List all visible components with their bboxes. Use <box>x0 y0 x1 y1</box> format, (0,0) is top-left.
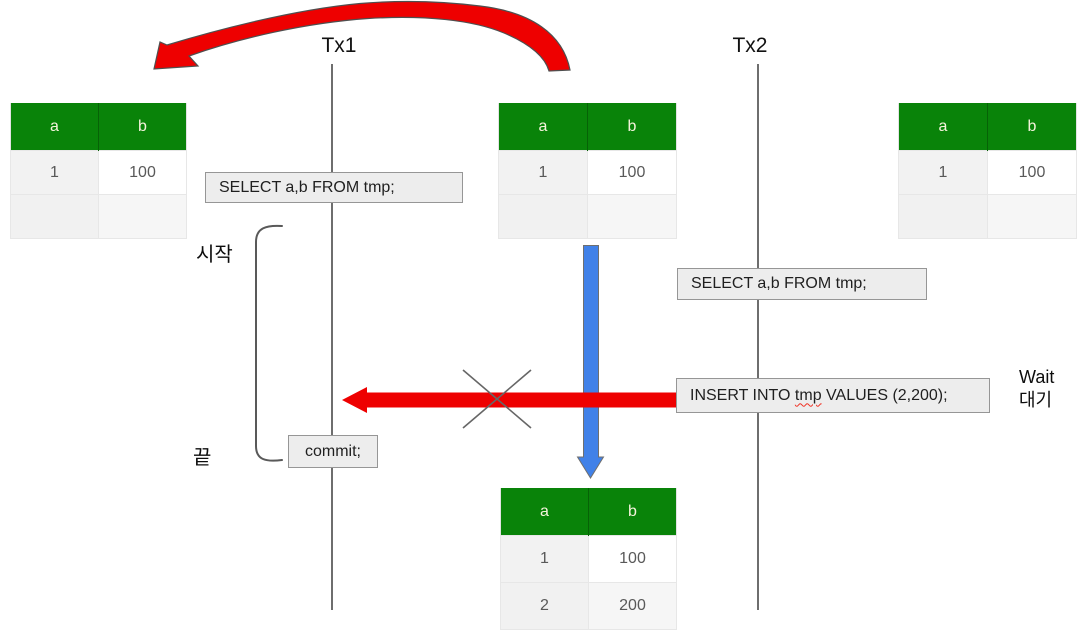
column-header-a: a <box>10 103 99 151</box>
table-header-row: a b <box>498 103 677 151</box>
table-row: 1 100 <box>10 150 187 195</box>
table-header-row: a b <box>500 488 677 536</box>
table-cell: 1 <box>898 150 988 195</box>
tx2-label: Tx2 <box>732 34 768 57</box>
statement-text: INSERT INTO <box>690 386 795 404</box>
table-cell: 2 <box>500 582 589 630</box>
table-cell <box>587 194 677 239</box>
start-label: 시작 <box>196 244 233 266</box>
table-row <box>498 194 677 239</box>
table-cell <box>98 194 187 239</box>
statement-text: SELECT a,b FROM tmp; <box>219 178 395 196</box>
table-cell <box>10 194 99 239</box>
column-header-b: b <box>987 103 1077 151</box>
table-row: 2 200 <box>500 582 677 630</box>
blue-down-arrow-icon <box>576 245 605 479</box>
table-header-row: a b <box>898 103 1077 151</box>
tx1-label: Tx1 <box>321 34 357 57</box>
table-row: 1 100 <box>500 535 677 583</box>
table-cell: 200 <box>588 582 677 630</box>
column-header-b: b <box>587 103 677 151</box>
table-row: 1 100 <box>898 150 1077 195</box>
table-cell <box>987 194 1077 239</box>
table-cell: 100 <box>98 150 187 195</box>
tx2-insert-statement: INSERT INTO tmp VALUES (2,200); <box>676 378 990 413</box>
table-cell: 100 <box>588 535 677 583</box>
cross-out-x-icon <box>462 369 532 429</box>
wait-annotation: Wait 대기 <box>1019 366 1054 412</box>
table-header-row: a b <box>10 103 187 151</box>
table-top-middle: a b 1 100 <box>498 103 677 239</box>
tx1-commit-statement: commit; <box>288 435 378 468</box>
table-top-left: a b 1 100 <box>10 103 187 239</box>
column-header-b: b <box>98 103 187 151</box>
tx1-timeline <box>331 64 333 610</box>
red-left-arrow-icon <box>342 387 677 413</box>
table-top-right: a b 1 100 <box>898 103 1077 239</box>
table-cell: 1 <box>10 150 99 195</box>
end-label: 끝 <box>193 447 212 469</box>
spellcheck-word: tmp <box>794 386 822 404</box>
tx1-select-statement: SELECT a,b FROM tmp; <box>205 172 463 203</box>
statement-text: SELECT a,b FROM tmp; <box>691 275 867 292</box>
wait-label-en: Wait <box>1019 367 1055 387</box>
statement-text: commit; <box>305 442 361 460</box>
table-cell <box>498 194 588 239</box>
wait-label-ko: 대기 <box>1019 390 1053 410</box>
table-cell: 1 <box>500 535 589 583</box>
table-row <box>898 194 1077 239</box>
table-row: 1 100 <box>498 150 677 195</box>
column-header-b: b <box>588 488 677 536</box>
scope-bracket-icon <box>255 224 283 462</box>
table-cell: 1 <box>498 150 588 195</box>
tx2-timeline <box>757 64 759 610</box>
curved-red-arrow-icon <box>153 0 571 72</box>
statement-text: VALUES (2,200); <box>821 386 948 404</box>
table-cell <box>898 194 988 239</box>
table-bottom-result: a b 1 100 2 200 <box>500 488 677 630</box>
tx2-select-statement: SELECT a,b FROM tmp; <box>677 268 927 300</box>
table-row <box>10 194 187 239</box>
column-header-a: a <box>498 103 588 151</box>
table-cell: 100 <box>987 150 1077 195</box>
table-cell: 100 <box>587 150 677 195</box>
column-header-a: a <box>500 488 589 536</box>
column-header-a: a <box>898 103 988 151</box>
